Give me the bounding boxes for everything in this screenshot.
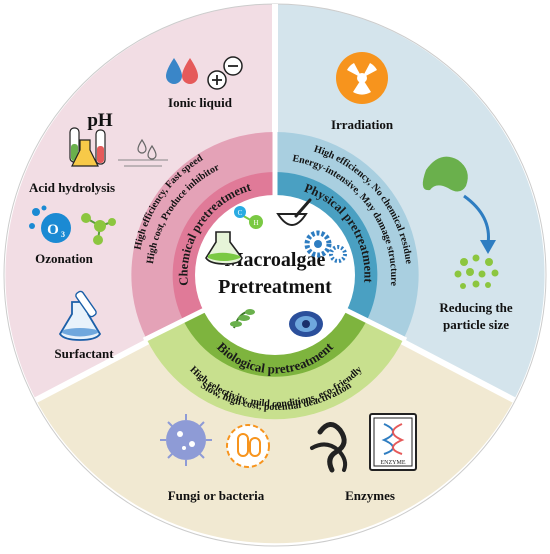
- drops-icon: [166, 58, 198, 84]
- flask-icon: [205, 231, 243, 265]
- reducing-size-label-line1: Reducing the: [439, 300, 513, 315]
- enzyme-box-icon: ENZYME: [369, 413, 417, 471]
- center-title-line2: Pretreatment: [218, 276, 332, 298]
- arrow-down-icon: [463, 194, 496, 254]
- cell-icon: [289, 311, 323, 337]
- enzyme-strands-icon: [310, 422, 348, 473]
- svg-text:H: H: [253, 219, 258, 227]
- particles-icon: [454, 254, 499, 289]
- svg-text:3: 3: [61, 230, 65, 239]
- fungi-bacteria-label: Fungi or bacteria: [168, 488, 265, 503]
- center-disc: [195, 195, 355, 355]
- liquid-drop-icon: [118, 138, 168, 167]
- lab-glassware-icon: [58, 290, 102, 341]
- radiation-icon: [336, 52, 388, 104]
- reducing-size-label-line2: particle size: [443, 317, 509, 332]
- ozonation-label: Ozonation: [35, 251, 94, 266]
- enzymes-label: Enzymes: [345, 488, 395, 503]
- svg-text:ENZYME: ENZYME: [381, 460, 406, 466]
- svg-text:O: O: [47, 222, 59, 238]
- virus-icon: [160, 414, 212, 466]
- ozone-icon: O 3: [29, 205, 71, 243]
- svg-text:C: C: [238, 209, 243, 217]
- acid-hydrolysis-label: Acid hydrolysis: [29, 180, 115, 195]
- mortar-pestle-icon: [276, 198, 312, 226]
- molecule-chain-icon: [81, 213, 116, 245]
- seaweed-chunk-icon: [422, 156, 468, 192]
- surfactant-label: Surfactant: [54, 346, 114, 361]
- ionic-liquid-label: Ionic liquid: [168, 95, 233, 110]
- gears-icon: [304, 230, 347, 263]
- ph-label: pH: [87, 110, 113, 131]
- algae-leaf-icon: [230, 309, 255, 329]
- irradiation-label: Irradiation: [331, 117, 394, 132]
- molecule-icon: C H: [234, 206, 263, 229]
- plus-minus-icon: [207, 56, 243, 90]
- center-title-line1: Macroalgae: [225, 249, 326, 271]
- bacteria-icon: [226, 424, 270, 468]
- test-tubes-icon: [69, 127, 106, 167]
